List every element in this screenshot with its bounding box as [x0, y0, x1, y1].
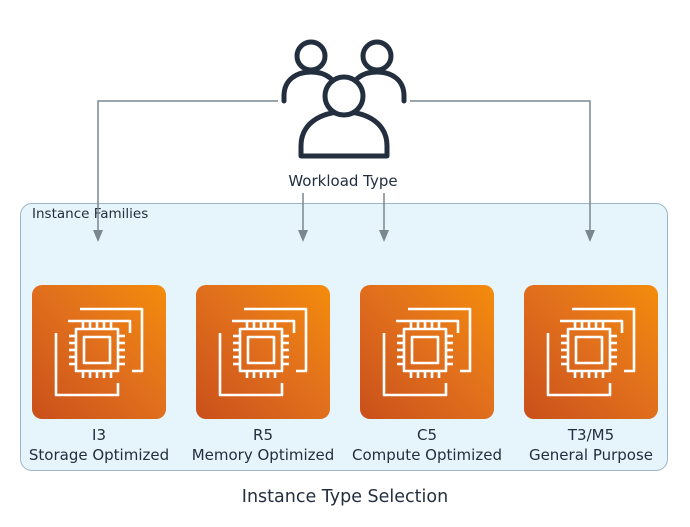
instance-family: General Purpose [528, 446, 654, 464]
instance-r5-caption: R5 Memory Optimized [163, 425, 363, 465]
instance-i3-caption: I3 Storage Optimized [0, 425, 199, 465]
instance-c5-tile [360, 285, 494, 419]
arrowhead-r5 [298, 230, 308, 242]
connector-workload-to-t3m5 [410, 100, 591, 232]
instance-family: Memory Optimized [191, 446, 335, 464]
ec2-instances-icon [546, 307, 636, 397]
group-label: Instance Families [32, 206, 149, 222]
instance-c5-caption: C5 Compute Optimized [327, 425, 527, 465]
arrowhead-c5 [379, 230, 389, 242]
instance-family: Compute Optimized [352, 446, 502, 464]
instance-name: I3 [92, 426, 106, 444]
arrowhead-t3m5 [585, 230, 595, 242]
ec2-instances-icon [54, 307, 144, 397]
arrowheads [93, 230, 595, 242]
users-icon [281, 39, 407, 159]
instance-family: Storage Optimized [28, 446, 170, 464]
instance-name: R5 [253, 426, 273, 444]
instance-t3m5-tile [524, 285, 658, 419]
connector-workload-to-i3 [97, 100, 278, 232]
connectors [97, 100, 591, 232]
instance-r5-tile [196, 285, 330, 419]
workload-type-label: Workload Type [288, 172, 398, 190]
diagram-title: Instance Type Selection [241, 487, 449, 507]
instance-name: T3/M5 [567, 426, 615, 444]
ec2-instances-icon [218, 307, 308, 397]
ec2-instances-icon [382, 307, 472, 397]
instance-name: C5 [416, 426, 438, 444]
arrowhead-i3 [93, 230, 103, 242]
instance-t3m5-caption: T3/M5 General Purpose [491, 425, 690, 465]
instance-i3-tile [32, 285, 166, 419]
